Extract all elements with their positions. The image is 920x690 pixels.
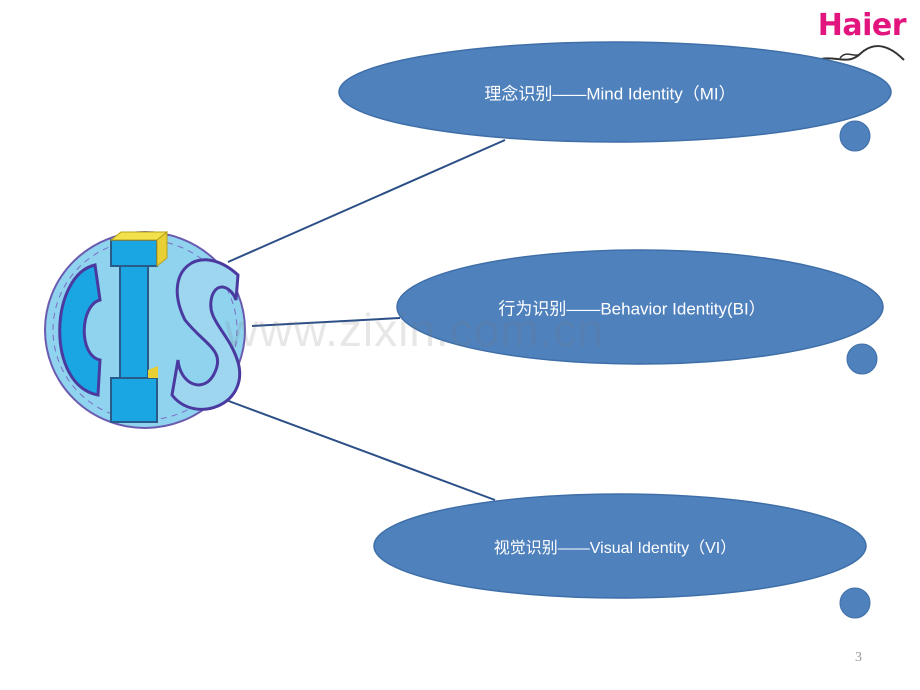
logo-swash-icon (809, 45, 905, 65)
node-label-mi: 理念识别——Mind Identity（MI） (484, 84, 736, 104)
connector-vi (225, 399, 496, 501)
watermark-text: www.zixin.com.cn (225, 304, 604, 356)
node-label-vi: 视觉识别——Visual Identity（VI） (493, 540, 737, 557)
bullet-circle-bi (846, 343, 878, 375)
node-ellipse-vi (373, 493, 867, 599)
node-ellipse-mi (338, 41, 892, 143)
connector-bi (251, 317, 401, 327)
node-ellipse-bi (396, 249, 884, 365)
bullet-circle-vi (839, 587, 871, 619)
haier-logo: Haier (817, 8, 907, 43)
connector-mi (227, 139, 506, 263)
node-label-bi: 行为识别——Behavior Identity(BI） (498, 299, 766, 319)
cis-logo-image (44, 230, 246, 429)
bullet-circle-mi (839, 120, 871, 152)
page-number: 3 (855, 650, 862, 665)
